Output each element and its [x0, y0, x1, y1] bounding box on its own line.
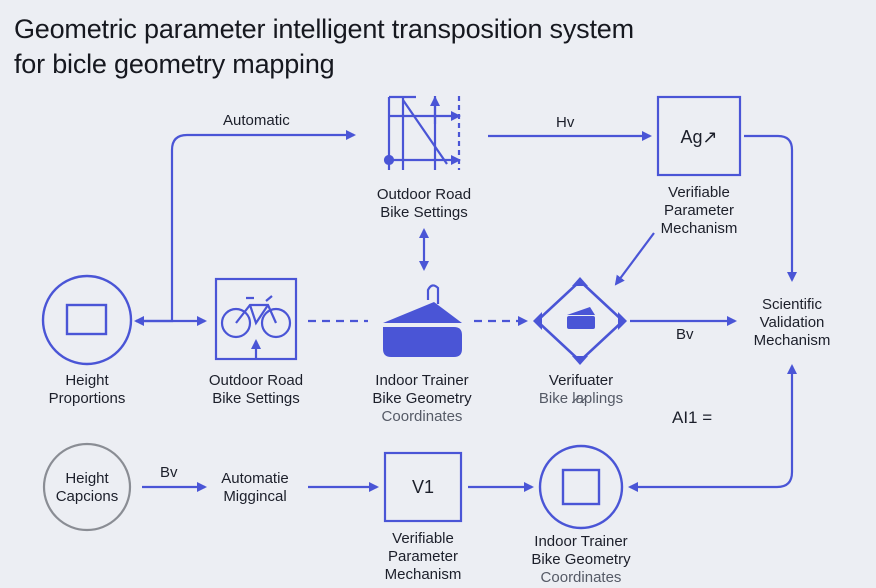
- node-outdoor-top-label: Outdoor Road Bike Settings: [376, 186, 472, 221]
- node-automatie-label: Automatie Miggincаl: [221, 470, 289, 505]
- node-scientific-label: Scientific Validation Mechanism: [753, 296, 831, 349]
- edge-label-bv-right: Bv: [676, 326, 694, 343]
- arrow-automatic: [136, 130, 356, 323]
- node-height-proportions-label: Height Proportions: [48, 372, 126, 407]
- edge-label-bv-bottom: Bv: [160, 464, 178, 481]
- node-verifiable-top-label: Verifiable Parameter Mechanism: [660, 184, 738, 237]
- node-verifiable-bottom-label: Verifiable Parameter Mechanism: [384, 530, 462, 583]
- circle-square-icon-indoor: [538, 444, 624, 530]
- v1-box: [383, 451, 463, 523]
- title-line-2: for bicle geometry mapping: [14, 49, 335, 79]
- title-line-1: Geometric parameter intelligent transpos…: [14, 14, 634, 44]
- geometry-grid-icon: [383, 95, 461, 170]
- node-indoor-mid-label: Indoor Trainer Bike Geometry Coordinates: [372, 372, 472, 425]
- edge-label-automatic: Automatic: [223, 112, 290, 129]
- node-verifuater-label: Verifuater Bike l̷a̷plings: [538, 372, 624, 407]
- page-title: Geometric parameter intelligent transpos…: [14, 12, 634, 82]
- node-outdoor-mid-label: Outdoor Road Bike Settings: [208, 372, 304, 407]
- diamond-trainer-icon: [533, 277, 627, 365]
- edge-label-ai1: AI1 =: [672, 408, 713, 427]
- bicycle-icon: [214, 277, 298, 361]
- circle-square-icon-height: [41, 274, 133, 366]
- verifiable-top-box: [656, 95, 742, 177]
- arrow-verifiable-to-scientific: [744, 134, 797, 282]
- height-capcions-circle: [42, 442, 132, 532]
- node-height-capcions-label: Height Capcions: [55, 470, 119, 505]
- indoor-trainer-icon: [383, 284, 462, 357]
- edge-label-hv: Hv: [556, 114, 575, 131]
- node-indoor-bottom-label: Indoor Trainer Bike Geometry Coordinates: [531, 533, 631, 586]
- arrow-verifiable-to-diamond: [614, 232, 655, 286]
- v1-box-text: V1: [411, 477, 435, 497]
- arrow-scientific-to-indoor: [628, 364, 797, 492]
- verifiable-top-box-text: Ag↗: [680, 127, 718, 147]
